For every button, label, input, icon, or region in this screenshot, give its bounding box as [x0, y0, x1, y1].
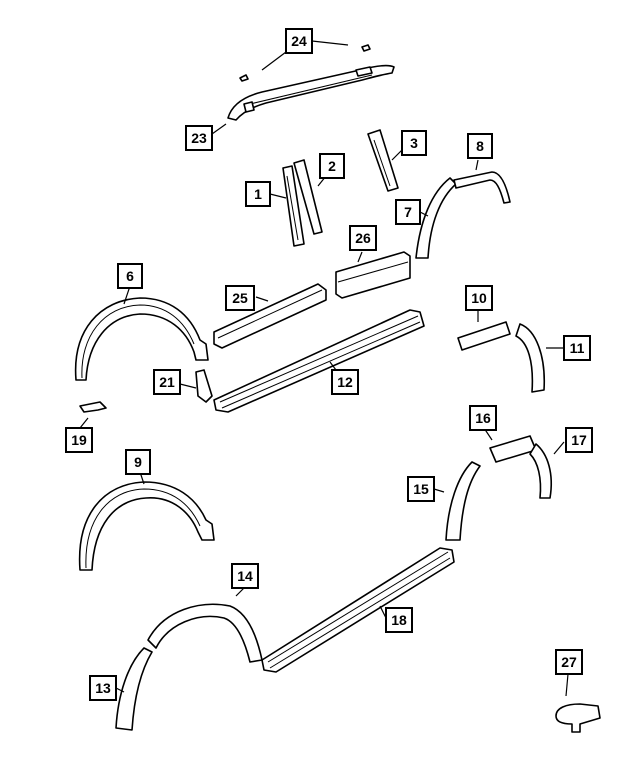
callout-7: 7 — [395, 199, 421, 225]
callout-label: 24 — [291, 33, 307, 49]
callout-16: 16 — [469, 405, 497, 431]
callout-label: 6 — [126, 268, 134, 284]
callout-label: 8 — [476, 138, 484, 154]
callout-18: 18 — [385, 607, 413, 633]
callout-label: 1 — [254, 186, 262, 202]
part-retainer-clip — [555, 703, 601, 733]
callout-17: 17 — [565, 427, 593, 453]
callout-label: 27 — [561, 654, 577, 670]
callout-label: 21 — [159, 374, 175, 390]
part-rear-door-molding — [335, 251, 411, 299]
callout-24: 24 — [285, 28, 313, 54]
part-upper-flare-segment — [453, 171, 511, 204]
callout-label: 3 — [410, 135, 418, 151]
callout-1: 1 — [245, 181, 271, 207]
callout-2: 2 — [319, 153, 345, 179]
part-roof-rail — [227, 44, 395, 121]
callout-6: 6 — [117, 263, 143, 289]
callout-label: 16 — [475, 410, 491, 426]
callout-label: 17 — [571, 432, 587, 448]
callout-label: 12 — [337, 374, 353, 390]
callout-label: 13 — [95, 680, 111, 696]
callout-label: 19 — [71, 432, 87, 448]
callout-10: 10 — [465, 285, 493, 311]
callout-label: 2 — [328, 158, 336, 174]
callout-label: 23 — [191, 130, 207, 146]
part-splash-shield-front — [195, 369, 213, 403]
part-rocker-panel-alt — [261, 547, 455, 673]
callout-15: 15 — [407, 476, 435, 502]
callout-23: 23 — [185, 125, 213, 151]
callout-label: 7 — [404, 204, 412, 220]
callout-label: 25 — [232, 290, 248, 306]
part-c-pillar-applique — [367, 129, 399, 192]
part-front-wheel-flare — [74, 297, 209, 381]
callout-12: 12 — [331, 369, 359, 395]
callout-21: 21 — [153, 369, 181, 395]
callout-label: 11 — [570, 340, 585, 356]
part-front-door-molding — [213, 283, 327, 349]
callout-13: 13 — [89, 675, 117, 701]
callout-label: 15 — [413, 481, 429, 497]
part-rear-flare-end — [515, 323, 546, 393]
callout-19: 19 — [65, 427, 93, 453]
part-rocker-panel — [213, 309, 425, 413]
part-rear-quarter-flare-alt — [445, 461, 481, 541]
callout-label: 10 — [471, 290, 487, 306]
callout-label: 14 — [237, 568, 253, 584]
callout-11: 11 — [563, 335, 591, 361]
callout-14: 14 — [231, 563, 259, 589]
callout-27: 27 — [555, 649, 583, 675]
callout-8: 8 — [467, 133, 493, 159]
part-front-wheel-flare-alt — [78, 481, 215, 571]
callout-3: 3 — [401, 130, 427, 156]
callout-26: 26 — [349, 225, 377, 251]
part-front-flare-upper — [147, 603, 263, 663]
callout-9: 9 — [125, 449, 151, 475]
part-rear-quarter-flare — [415, 177, 457, 259]
part-front-flare-lower — [115, 647, 153, 731]
callout-25: 25 — [225, 285, 255, 311]
callout-label: 9 — [134, 454, 142, 470]
part-rear-flare-segment — [457, 321, 511, 351]
part-pillar-applique — [282, 159, 323, 247]
callout-label: 18 — [391, 612, 407, 628]
callout-label: 26 — [355, 230, 371, 246]
part-rear-flare-end-alt — [529, 443, 552, 499]
part-rear-flare-segment-alt — [489, 435, 537, 463]
part-bracket-small — [79, 401, 107, 413]
